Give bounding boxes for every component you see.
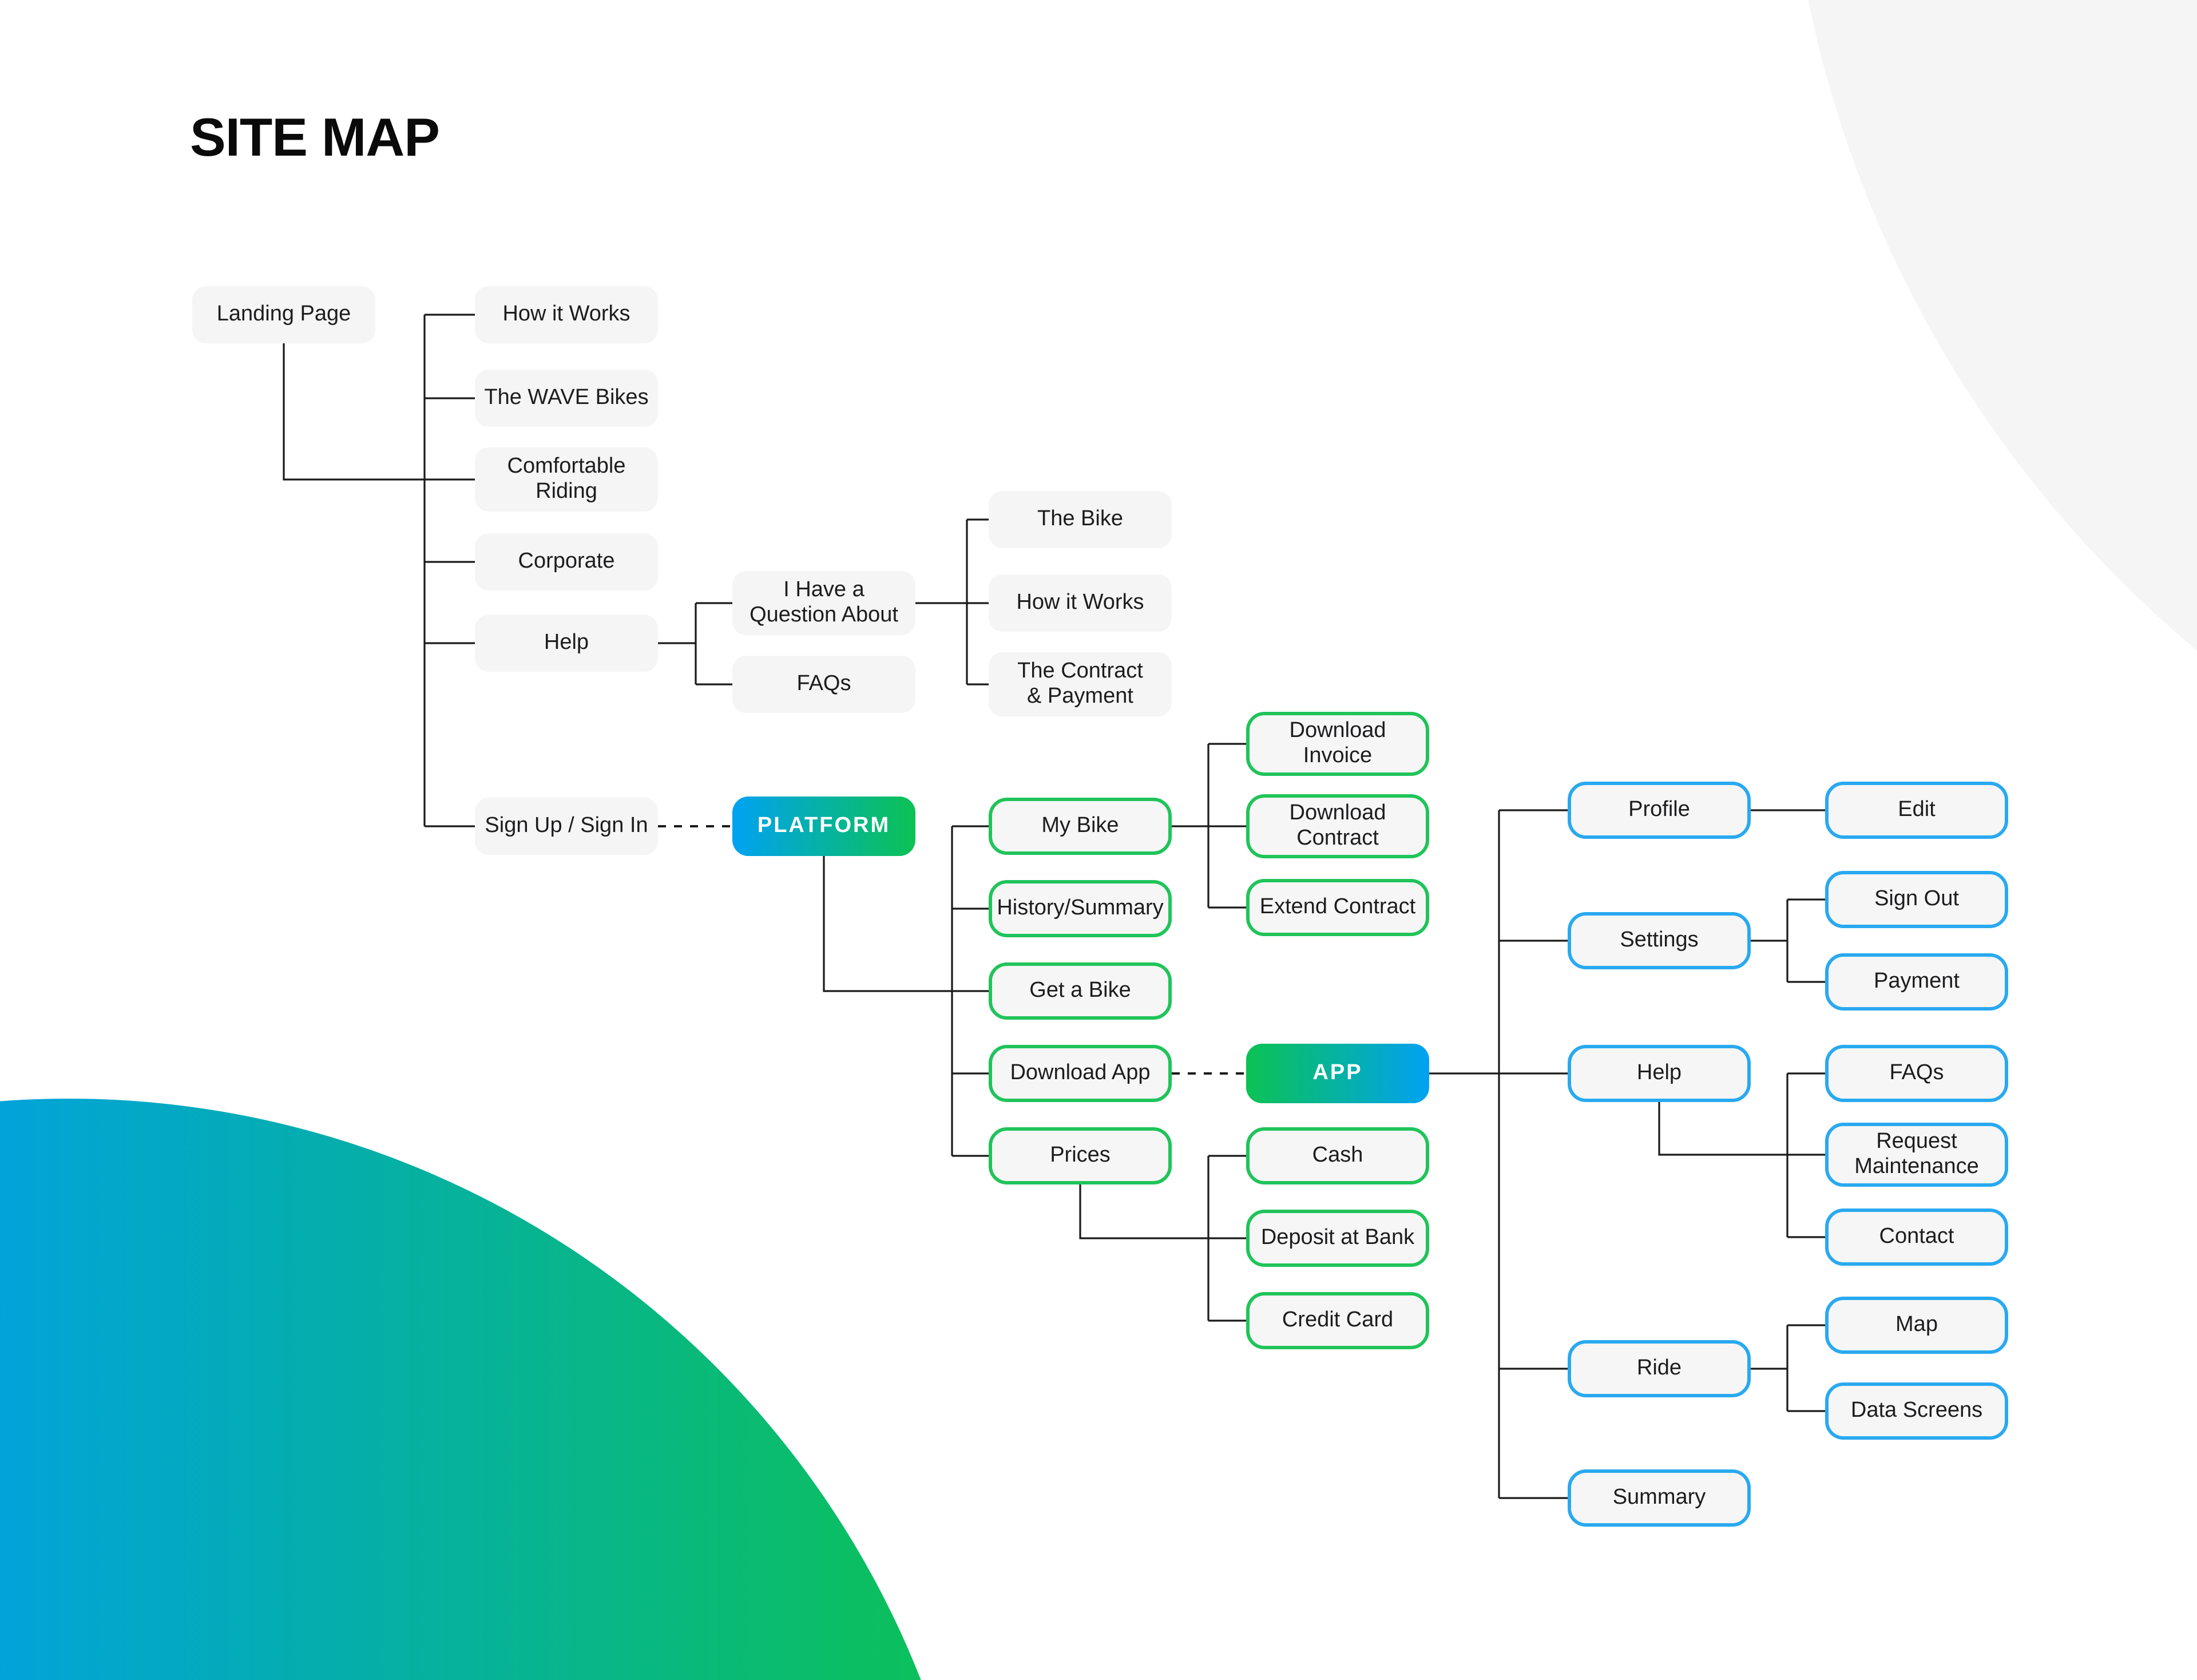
node-label: FAQs — [1889, 1060, 1944, 1085]
node-label: The Contract & Payment — [1017, 659, 1143, 708]
node-deposit-bank: Deposit at Bank — [1246, 1210, 1429, 1267]
node-label: Deposit at Bank — [1260, 1225, 1415, 1250]
node-download-app: Download App — [989, 1045, 1172, 1102]
edge-ride-children — [1751, 1324, 1825, 1412]
node-contract-payment: The Contract & Payment — [989, 652, 1172, 716]
node-label: How it Works — [502, 302, 630, 326]
node-contact: Contact — [1825, 1209, 2008, 1266]
node-credit-card: Credit Card — [1246, 1292, 1429, 1349]
node-edit: Edit — [1825, 782, 2008, 839]
node-label: Payment — [1874, 969, 1960, 993]
node-my-bike: My Bike — [989, 798, 1172, 855]
node-label: My Bike — [1041, 813, 1119, 838]
node-how-it-works: How it Works — [475, 286, 658, 343]
node-ride: Ride — [1568, 1340, 1751, 1397]
node-faqs-2: FAQs — [1825, 1045, 2008, 1102]
node-map: Map — [1825, 1297, 2008, 1354]
node-landing-page: Landing Page — [192, 286, 375, 343]
node-sign-up: Sign Up / Sign In — [475, 798, 658, 855]
node-help-2: Help — [1568, 1045, 1751, 1102]
node-label: Landing Page — [216, 302, 351, 326]
node-get-a-bike: Get a Bike — [989, 962, 1172, 1020]
node-comfortable-riding: Comfortable Riding — [475, 447, 658, 512]
node-label: Settings — [1620, 928, 1699, 952]
node-label: Credit Card — [1282, 1307, 1394, 1332]
node-label: Profile — [1628, 797, 1690, 822]
node-label: Summary — [1612, 1485, 1706, 1509]
node-wave-bikes: The WAVE Bikes — [475, 370, 658, 427]
edge-prices-children — [1079, 1155, 1246, 1322]
node-the-bike: The Bike — [989, 491, 1172, 548]
node-sign-out: Sign Out — [1825, 871, 2008, 928]
node-faqs: FAQs — [732, 656, 915, 713]
node-label: Map — [1895, 1312, 1938, 1337]
edge-settings-children — [1751, 898, 1825, 983]
node-download-invoice: Download Invoice — [1246, 712, 1429, 776]
node-label: History/Summary — [997, 896, 1164, 920]
edge-landing-children — [283, 314, 475, 827]
node-label: Help — [544, 630, 589, 655]
node-corporate: Corporate — [475, 533, 658, 591]
edge-app-children — [1429, 809, 1568, 1499]
node-help: Help — [475, 615, 658, 672]
node-label: Get a Bike — [1029, 978, 1131, 1003]
node-app: APP — [1246, 1044, 1429, 1103]
node-label: Help — [1636, 1060, 1682, 1085]
node-platform: PLATFORM — [732, 797, 915, 856]
node-question-about: I Have a Question About — [732, 571, 915, 635]
node-label: I Have a Question About — [749, 577, 898, 627]
node-label: Download Contract — [1289, 801, 1386, 850]
node-label: Request Maintenance — [1854, 1129, 1979, 1179]
edge-question-children — [915, 518, 989, 686]
node-label: Contact — [1879, 1224, 1954, 1249]
node-label: Comfortable Riding — [507, 454, 626, 504]
node-download-contract: Download Contract — [1246, 794, 1429, 858]
node-extend-contract: Extend Contract — [1246, 879, 1429, 936]
page-title: SITE MAP — [190, 106, 440, 167]
node-cash: Cash — [1246, 1127, 1429, 1184]
node-data-screens: Data Screens — [1825, 1382, 2008, 1440]
node-label: Download Invoice — [1289, 718, 1386, 768]
edge-mybike-children — [1172, 743, 1246, 909]
node-profile: Profile — [1568, 782, 1751, 839]
node-label: The WAVE Bikes — [484, 385, 649, 410]
node-label: PLATFORM — [757, 813, 891, 838]
node-history-summary: History/Summary — [989, 880, 1172, 937]
node-label: Prices — [1050, 1143, 1111, 1167]
node-label: How it Works — [1016, 590, 1144, 615]
node-settings: Settings — [1568, 912, 1751, 969]
node-label: Cash — [1312, 1143, 1363, 1167]
edge-platform-children — [823, 825, 989, 1157]
edge-help2-children — [1658, 1072, 1825, 1238]
node-label: APP — [1312, 1060, 1363, 1085]
node-label: Corporate — [518, 549, 615, 573]
node-label: Edit — [1898, 797, 1936, 822]
node-request-maintenance: Request Maintenance — [1825, 1123, 2008, 1187]
node-prices: Prices — [989, 1127, 1172, 1184]
node-label: Extend Contract — [1259, 894, 1416, 919]
node-label: Sign Up / Sign In — [485, 813, 648, 838]
node-label: FAQs — [796, 671, 851, 696]
node-summary: Summary — [1568, 1469, 1751, 1527]
node-label: Ride — [1636, 1356, 1682, 1380]
edge-help-children — [658, 602, 732, 686]
node-label: Data Screens — [1850, 1398, 1983, 1423]
node-how-it-works-2: How it Works — [989, 574, 1172, 632]
node-label: Sign Out — [1874, 886, 1959, 911]
node-label: The Bike — [1037, 506, 1123, 531]
node-payment: Payment — [1825, 953, 2008, 1011]
node-label: Download App — [1010, 1060, 1151, 1085]
